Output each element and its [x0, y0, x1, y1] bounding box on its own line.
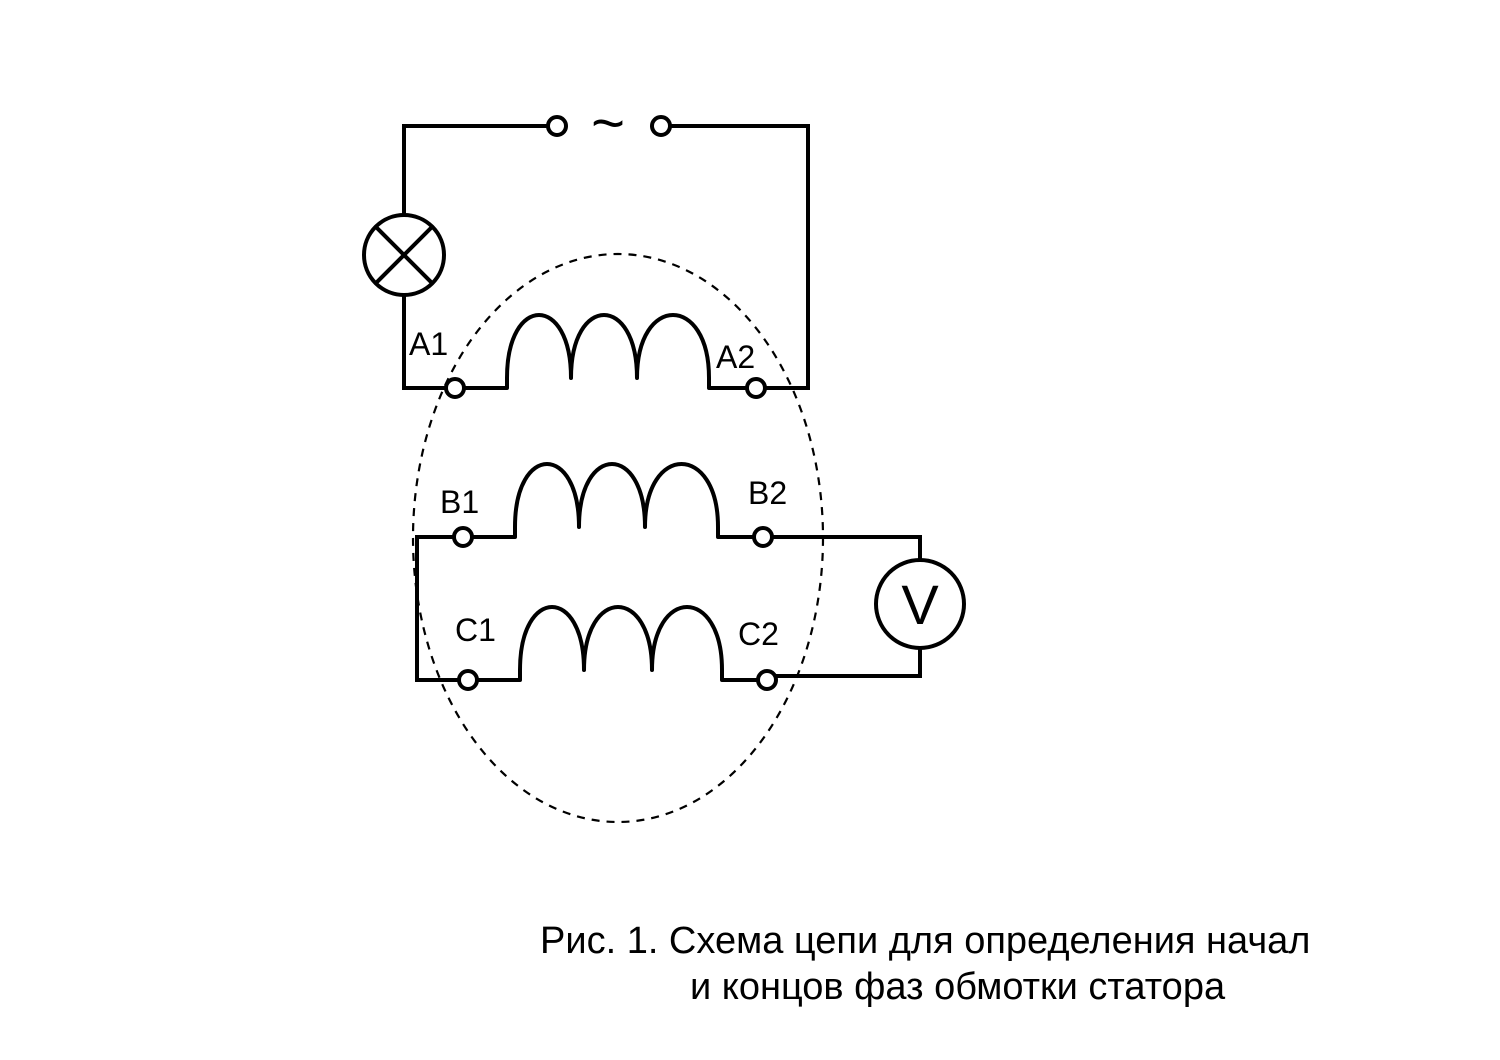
figure-caption: Рис. 1. Схема цепи для определения начал… [540, 918, 1310, 1010]
bc-link-wire [415, 535, 460, 682]
caption-line-2: и концов фаз обмотки статора [690, 966, 1226, 1008]
terminal-a2 [745, 377, 767, 399]
label-c2: C2 [738, 616, 779, 652]
label-c1: C1 [455, 612, 496, 648]
terminal-b2 [752, 526, 774, 548]
label-b1: B1 [440, 484, 479, 520]
terminal-c1 [457, 669, 479, 691]
terminal-b1 [452, 526, 474, 548]
label-b2: B2 [748, 475, 787, 511]
terminal-a1 [444, 377, 466, 399]
voltmeter-symbol: V [901, 573, 939, 636]
source-wire-right [662, 124, 810, 390]
winding-b-coil [472, 462, 754, 539]
lamp-wire-to-a1 [402, 293, 448, 390]
label-a2: A2 [716, 339, 755, 375]
lamp-icon [362, 213, 446, 297]
ac-source-symbol: ~ [591, 91, 625, 156]
winding-c-coil [477, 605, 758, 682]
source-terminal-left [546, 115, 568, 137]
voltmeter-wire-bottom [774, 648, 922, 678]
winding-a-coil [464, 313, 746, 390]
source-terminal-right [650, 115, 672, 137]
terminal-c2 [756, 669, 778, 691]
source-wire-left [402, 124, 550, 216]
voltmeter-wire-top [770, 535, 922, 562]
label-a1: A1 [409, 326, 448, 362]
voltmeter-icon: V [874, 558, 966, 650]
caption-line-1: Рис. 1. Схема цепи для определения начал [540, 920, 1311, 962]
